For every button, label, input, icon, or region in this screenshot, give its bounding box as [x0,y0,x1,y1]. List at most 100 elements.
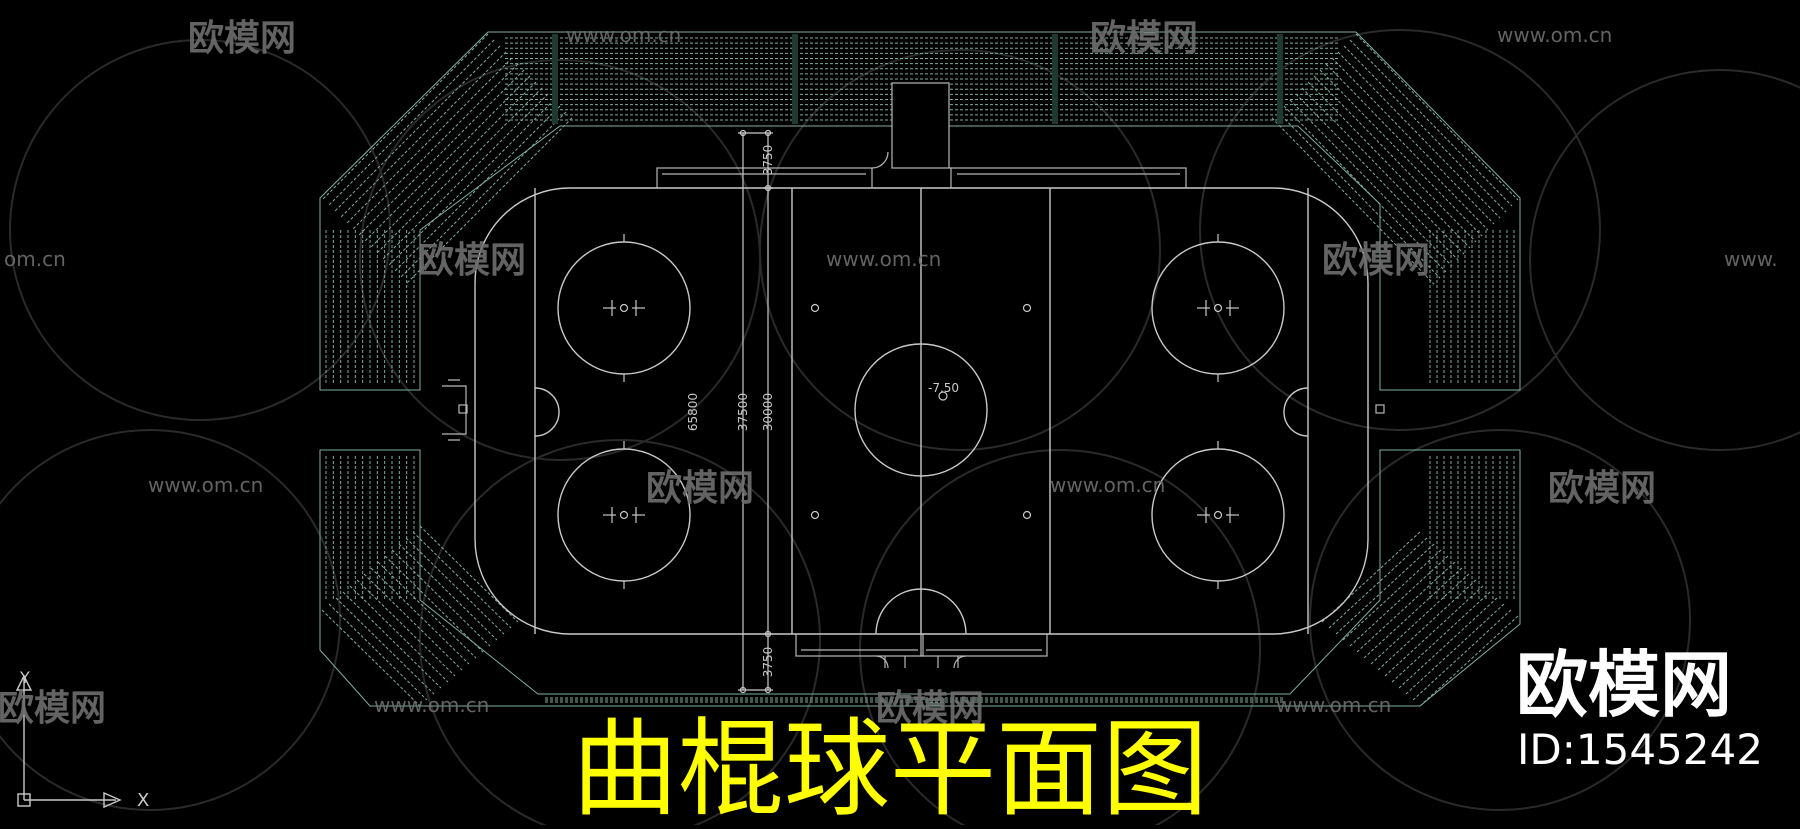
seat-row-corner-top-left [393,105,561,273]
watermark-brand: 欧模网 [0,688,106,729]
faceoff-circle-top-left [557,241,691,375]
seat-row-corner-top-right [1295,93,1459,261]
entrance-left-marker [458,404,468,414]
watermark-url: www.om.cn [374,693,489,717]
seat-row-corner-bottom-right [1419,615,1519,707]
seat-row-corner-top-left [369,81,537,249]
watermark-brand: 欧模网 [418,240,526,281]
dim-bottom-offset: 3750 [761,647,775,678]
watermark-url: www.om.cn [1050,473,1165,497]
watermark-url: www.om.cn [1497,23,1612,47]
seat-row-corner-top-right [1337,51,1501,219]
seat-row-corner-bottom-right [1405,603,1505,695]
seat-row-corner-top-left [339,51,507,219]
seat-row-corner-bottom-left [384,555,484,653]
seat-row-corner-bottom-left [405,537,505,635]
center-circle [854,343,988,477]
seat-row-corner-top-right [1325,63,1489,231]
entrance-right-marker [1375,404,1385,414]
watermark-brand: 欧模网 [1548,468,1656,509]
seat-row-corner-bottom-right [1377,579,1477,671]
seat-row-corner-top-left [351,63,519,231]
box-bottom-left [795,633,924,657]
seat-row-corner-top-right [1355,33,1519,201]
seat-row-corner-bottom-left [377,561,477,659]
watermark-url: www.om.cn [826,247,941,271]
watermark-brand: 欧模网 [188,18,296,59]
seat-row-corner-bottom-right [1370,573,1470,665]
door-bottom-left [875,655,889,669]
seat-row-corner-bottom-right [1349,555,1449,647]
faceoff-dots [619,303,1223,520]
seat-row-corner-top-left [375,87,543,255]
seat-row-corner-bottom-left [391,549,491,647]
seat-row-corner-bottom-left [342,591,442,689]
seat-row-corner-top-left [363,75,531,243]
seat-row-corner-bottom-right [1356,561,1456,653]
seat-row-corner-bottom-right [1412,609,1512,701]
goal-crease-left [534,387,560,437]
dim-total-length: 65800 [686,393,700,431]
referee-crease [875,588,967,635]
dimension-labels: 65800 37500 30000 3750 3750 -7.50 [686,145,959,678]
seat-row-corner-top-left [381,93,549,261]
seat-row-corner-top-left [405,117,573,285]
dim-seating-depth: 37500 [736,393,750,431]
seat-row-corner-bottom-right [1328,537,1428,629]
brand-id-text: ID:1545242 [1517,725,1763,774]
seat-row-corner-top-left [387,99,555,267]
watermark-url-fragment: www. [1724,247,1778,271]
seat-row-corner-bottom-left [349,585,449,683]
seat-row-corner-top-right [1313,75,1477,243]
seat-row-corner-top-left [333,45,501,213]
seat-row-corner-top-right [1283,105,1447,273]
seat-row-corner-top-right [1289,99,1453,267]
watermark-brand: 欧模网 [1090,18,1198,59]
seat-row-corner-bottom-right [1363,567,1463,659]
watermark-brand: 欧模网 [876,688,984,729]
seat-row-corner-top-left [327,39,495,207]
seat-row-corner-top-right [1307,81,1471,249]
seat-row-corner-top-right [1331,57,1495,225]
door-top-left [871,151,889,169]
seat-row-corner-bottom-left [328,603,428,701]
seat-row-corner-bottom-left [398,543,498,641]
seat-row-corner-bottom-left [370,567,470,665]
watermark-url: www.om.cn [566,23,681,47]
seat-row-corner-top-left [399,111,567,279]
seat-row-corner-top-right [1349,39,1513,207]
seating-outline-bottom [319,449,1521,707]
seat-row-corner-top-left [345,57,513,225]
seat-row-corner-top-right [1343,45,1507,213]
drawing-title: 曲棍球平面图 [572,708,1208,825]
goal-crease-right [1283,387,1309,437]
entrance-left [442,379,467,441]
ucs-y-label: Y [19,668,30,687]
seat-row-corner-top-right [1277,111,1441,279]
watermarks: 欧模网 欧模网 欧模网 欧模网 欧模网 欧模网 欧模网 欧模网 www.om.c… [0,18,1778,729]
seat-row-corner-bottom-left [321,609,421,707]
seat-row-corner-bottom-left [419,525,519,623]
watermark-brand: 欧模网 [646,468,754,509]
seat-row-corner-top-right [1301,87,1465,255]
seat-row-corner-bottom-right [1398,597,1498,689]
seat-row-corner-top-right [1271,117,1435,285]
seat-row-corner-bottom-left [412,531,512,629]
center-spot-label: -7.50 [928,381,959,395]
seating-outline-top [319,31,1521,391]
box-bottom-right [920,633,1048,657]
watermark-url: www.om.cn [148,473,263,497]
seat-row-corner-bottom-left [335,597,435,695]
door-bottom-right [953,655,967,669]
seat-row-corner-bottom-right [1335,543,1435,635]
bench-top-right [950,167,1187,189]
seat-row-corner-bottom-right [1321,531,1421,623]
faceoff-circle-bottom-right [1151,448,1285,582]
seat-row-corner-bottom-right [1384,585,1484,677]
ucs-x-label: X [137,790,149,811]
tunnel-top [891,82,950,169]
hockey-rink [474,187,1369,635]
seat-row-corner-top-right [1319,69,1483,237]
